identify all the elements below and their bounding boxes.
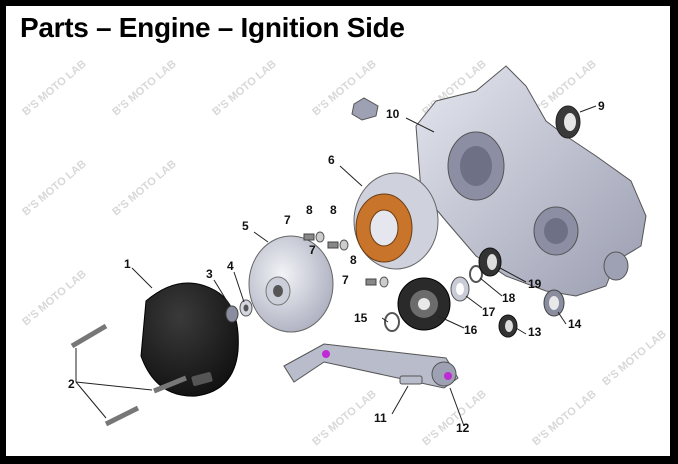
watermark-text: B'S MOTO LAB [210,58,279,118]
callout-7b: 7 [309,243,316,257]
callout-19: 19 [528,277,542,291]
part-seal-19 [478,247,502,277]
watermark-text: B'S MOTO LAB [530,388,599,448]
callout-7a: 7 [284,213,291,227]
callout-6: 6 [328,153,335,167]
callout-16: 16 [464,323,478,337]
part-flywheel [248,235,334,333]
diagram-frame: Parts – Engine – Ignition Side B'S MOTO … [6,6,670,456]
watermark-text: B'S MOTO LAB [600,328,669,388]
callout-15: 15 [354,311,368,325]
part-nut-washer [225,299,253,323]
watermark-text: B'S MOTO LAB [20,58,89,118]
part-circlip [384,312,400,332]
part-pin [399,375,423,385]
callout-2: 2 [68,377,75,391]
part-oring [469,265,483,283]
callout-1: 1 [124,257,131,271]
watermark-text: B'S MOTO LAB [20,268,89,328]
part-sprocket [397,277,451,331]
part-seal-9 [555,105,581,139]
part-screws-washers [303,231,389,288]
part-breather [351,97,379,121]
callout-10: 10 [386,107,400,121]
watermark-text: B'S MOTO LAB [110,58,179,118]
callout-7c: 7 [342,273,349,287]
watermark-text: B'S MOTO LAB [110,158,179,218]
watermark-text: B'S MOTO LAB [310,388,379,448]
callout-12: 12 [456,421,470,435]
part-crankcase [415,65,647,297]
page-title: Parts – Engine – Ignition Side [20,12,405,43]
callout-13: 13 [528,325,542,339]
callout-17: 17 [482,305,496,319]
part-ignition-cover [140,282,239,397]
callout-9: 9 [598,99,605,113]
callout-5: 5 [242,219,249,233]
callout-4: 4 [227,259,234,273]
callout-8c: 8 [350,253,357,267]
part-bolts [70,323,187,427]
part-kick-lever [283,343,459,389]
part-bearing-14 [543,289,565,317]
callout-labels: 1 2 3 4 5 6 7 7 7 8 8 8 9 10 11 12 13 14… [68,99,605,435]
callout-14: 14 [568,317,582,331]
callout-8b: 8 [330,203,337,217]
leader-lines [75,105,597,427]
part-stator [353,172,439,270]
part-seal-13 [498,314,518,338]
callout-8a: 8 [306,203,313,217]
exploded-diagram: B'S MOTO LAB B'S MOTO LAB B'S MOTO LAB B… [20,58,669,448]
part-spacer-17 [450,276,470,302]
watermark-text: B'S MOTO LAB [420,388,489,448]
callout-11: 11 [374,411,387,425]
callout-18: 18 [502,291,516,305]
watermark-text: B'S MOTO LAB [20,158,89,218]
callout-3: 3 [206,267,213,281]
